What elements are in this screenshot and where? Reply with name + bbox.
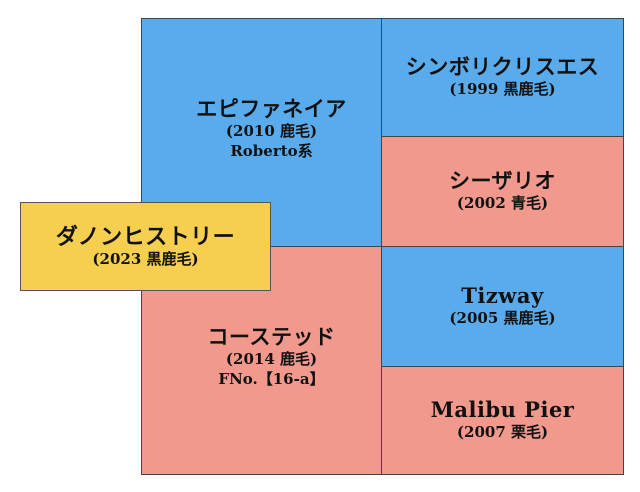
sire-sire-box: シンボリクリスエス (1999 黒鹿毛) xyxy=(381,18,624,137)
sire-name: エピファネイア xyxy=(196,95,347,121)
dam-family: FNo.【16-a】 xyxy=(218,369,325,388)
dam-dam-box: Malibu Pier (2007 栗毛) xyxy=(381,366,624,475)
dam-sire-name: Tizway xyxy=(461,283,544,308)
sire-detail: (2010 鹿毛) xyxy=(225,121,318,140)
sire-dam-name: シーザリオ xyxy=(448,168,557,193)
dam-dam-name: Malibu Pier xyxy=(430,397,575,422)
subject-box: ダノンヒストリー (2023 黒鹿毛) xyxy=(20,202,271,291)
dam-name: コーステッド xyxy=(207,323,336,349)
dam-detail: (2014 鹿毛) xyxy=(225,349,318,368)
sire-dam-box: シーザリオ (2002 青毛) xyxy=(381,136,624,247)
sire-line: Roberto系 xyxy=(230,141,313,160)
dam-sire-box: Tizway (2005 黒鹿毛) xyxy=(381,246,624,367)
dam-dam-detail: (2007 栗毛) xyxy=(456,423,549,441)
sire-dam-detail: (2002 青毛) xyxy=(456,194,549,212)
sire-sire-detail: (1999 黒鹿毛) xyxy=(449,80,556,98)
dam-sire-detail: (2005 黒鹿毛) xyxy=(449,309,556,327)
subject-detail: (2023 黒鹿毛) xyxy=(92,249,199,268)
subject-name: ダノンヒストリー xyxy=(55,223,236,250)
sire-sire-name: シンボリクリスエス xyxy=(405,54,600,79)
